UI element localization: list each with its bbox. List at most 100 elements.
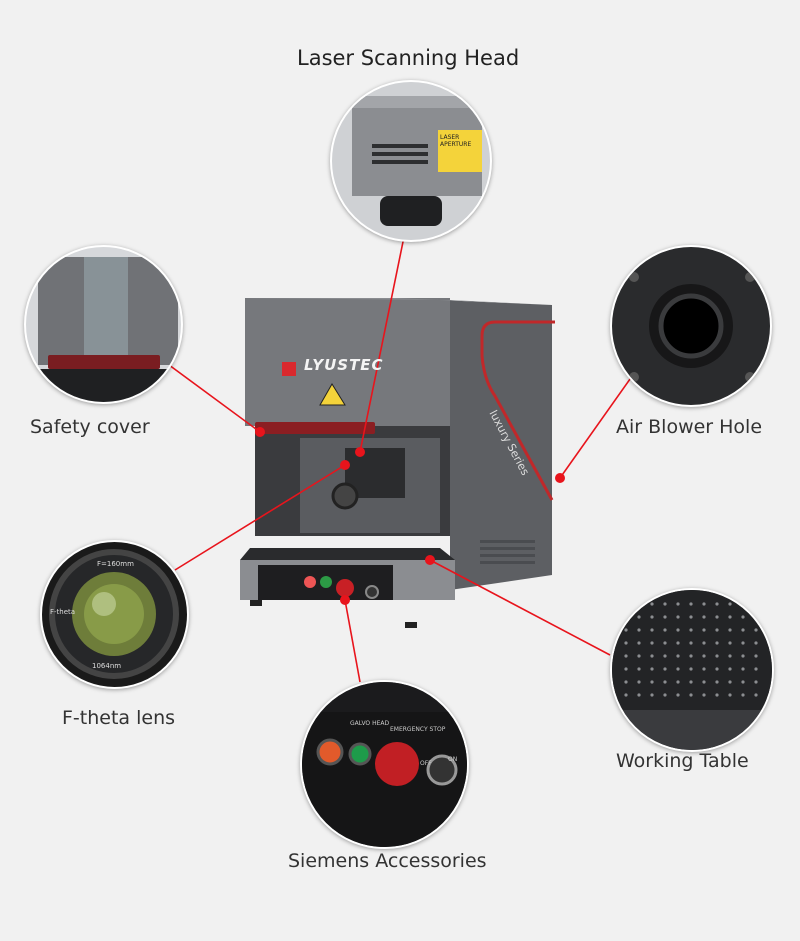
table-hole bbox=[650, 602, 654, 606]
table-hole bbox=[702, 628, 706, 632]
table-hole bbox=[728, 680, 732, 684]
table-hole bbox=[741, 654, 745, 658]
detail-air-blower-hole bbox=[610, 245, 772, 407]
table-hole bbox=[650, 654, 654, 658]
table-hole bbox=[754, 641, 758, 645]
table-hole bbox=[676, 628, 680, 632]
brand-name: LYUSTEC bbox=[304, 356, 384, 374]
leader-dots bbox=[255, 427, 565, 605]
table-hole bbox=[650, 667, 654, 671]
table-hole bbox=[650, 693, 654, 697]
table-hole bbox=[754, 628, 758, 632]
table-hole bbox=[741, 615, 745, 619]
table-hole bbox=[637, 654, 641, 658]
table-hole bbox=[741, 680, 745, 684]
table-hole bbox=[741, 693, 745, 697]
table-hole bbox=[754, 667, 758, 671]
table-hole bbox=[702, 654, 706, 658]
panel-off-label: OFF bbox=[420, 760, 432, 767]
table-hole bbox=[663, 602, 667, 606]
table-hole bbox=[702, 680, 706, 684]
safety-cover-bar bbox=[255, 422, 375, 434]
table-hole bbox=[637, 680, 641, 684]
table-hole bbox=[663, 680, 667, 684]
table-hole bbox=[728, 615, 732, 619]
table-hole bbox=[624, 680, 628, 684]
table-hole bbox=[650, 641, 654, 645]
table-hole bbox=[702, 602, 706, 606]
table-hole bbox=[676, 680, 680, 684]
label-siemens-accessories: Siemens Accessories bbox=[288, 850, 487, 872]
table-hole bbox=[676, 615, 680, 619]
table-hole bbox=[676, 602, 680, 606]
table-hole bbox=[741, 667, 745, 671]
label-ftheta-lens: F-theta lens bbox=[62, 707, 176, 729]
table-hole bbox=[728, 628, 732, 632]
table-hole bbox=[676, 667, 680, 671]
lens-wavelength: 1064nm bbox=[92, 662, 122, 670]
table-hole bbox=[663, 641, 667, 645]
table-hole bbox=[650, 628, 654, 632]
detail-ftheta-lens: F=160mm 1064nm F-theta bbox=[40, 540, 189, 689]
table-hole bbox=[728, 602, 732, 606]
table-hole bbox=[715, 667, 719, 671]
table-hole bbox=[689, 602, 693, 606]
label-working-table: Working Table bbox=[616, 750, 749, 772]
table-hole bbox=[741, 641, 745, 645]
table-hole bbox=[728, 667, 732, 671]
table-hole bbox=[637, 615, 641, 619]
label-safety-cover: Safety cover bbox=[30, 416, 150, 438]
table-hole bbox=[676, 654, 680, 658]
laser-marking-machine bbox=[240, 298, 555, 628]
table-hole bbox=[624, 693, 628, 697]
table-hole bbox=[689, 693, 693, 697]
table-hole bbox=[741, 628, 745, 632]
table-hole bbox=[663, 615, 667, 619]
panel-galvo-label: GALVO HEAD bbox=[350, 720, 390, 727]
table-hole bbox=[689, 615, 693, 619]
table-hole bbox=[754, 654, 758, 658]
head-warning-label: LASER APERTURE bbox=[440, 134, 472, 148]
table-hole bbox=[715, 628, 719, 632]
detail-working-table bbox=[610, 588, 774, 752]
leader-lines bbox=[164, 231, 636, 683]
emergency-stop bbox=[336, 579, 354, 597]
table-hole bbox=[663, 654, 667, 658]
table-hole bbox=[702, 667, 706, 671]
table-hole bbox=[715, 680, 719, 684]
table-hole bbox=[689, 667, 693, 671]
detail-siemens-accessories: GALVO HEAD EMERGENCY STOP OFF ON bbox=[300, 680, 469, 849]
table-hole bbox=[715, 602, 719, 606]
table-hole bbox=[754, 680, 758, 684]
table-hole bbox=[689, 654, 693, 658]
table-hole bbox=[663, 628, 667, 632]
table-hole bbox=[650, 680, 654, 684]
table-hole bbox=[715, 693, 719, 697]
table-hole bbox=[728, 693, 732, 697]
detail-safety-cover bbox=[24, 245, 183, 404]
brand-logo-mark bbox=[282, 362, 296, 376]
table-hole bbox=[637, 628, 641, 632]
table-hole bbox=[624, 641, 628, 645]
table-hole bbox=[637, 641, 641, 645]
table-hole bbox=[728, 641, 732, 645]
table-hole bbox=[754, 693, 758, 697]
table-hole bbox=[663, 693, 667, 697]
label-laser-scanning-head: Laser Scanning Head bbox=[297, 46, 520, 70]
table-hole bbox=[702, 693, 706, 697]
table-hole bbox=[676, 693, 680, 697]
table-hole bbox=[728, 654, 732, 658]
label-air-blower-hole: Air Blower Hole bbox=[616, 416, 763, 438]
table-hole bbox=[624, 667, 628, 671]
panel-on-label: ON bbox=[448, 756, 458, 763]
table-hole bbox=[624, 628, 628, 632]
table-hole bbox=[715, 654, 719, 658]
table-hole bbox=[702, 615, 706, 619]
table-hole bbox=[663, 667, 667, 671]
table-hole bbox=[689, 641, 693, 645]
table-hole bbox=[689, 628, 693, 632]
table-hole bbox=[715, 615, 719, 619]
table-hole bbox=[637, 667, 641, 671]
lens-model: F-theta bbox=[50, 608, 76, 616]
